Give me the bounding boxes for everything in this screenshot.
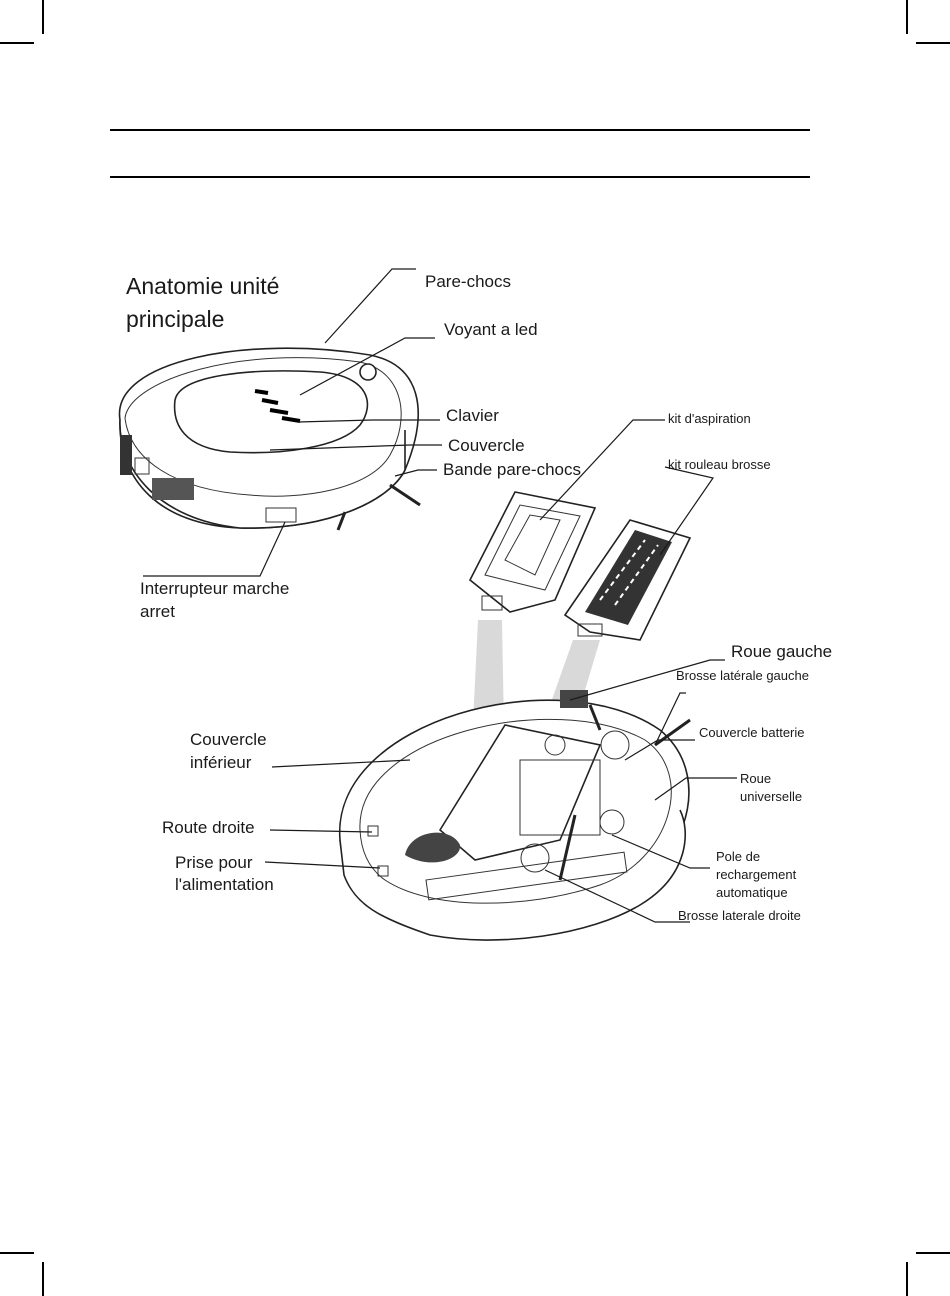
label-couvercle-batterie: Couvercle batterie (699, 725, 805, 740)
label-bande-pare-chocs: Bande pare-chocs (443, 460, 581, 479)
crop-mark-top-left-h (0, 42, 34, 44)
crop-mark-bottom-right-h (916, 1252, 950, 1254)
label-couvercle: Couvercle (448, 436, 525, 455)
header-rule-bottom (110, 176, 810, 178)
kit-aspiration-drawing (468, 491, 597, 613)
crop-mark-top-left-v (42, 0, 44, 34)
label-voyant-led: Voyant a led (444, 320, 538, 339)
crop-mark-top-right-v (906, 0, 908, 34)
label-kit-rouleau: kit rouleau brosse (668, 457, 771, 472)
label-brosse-laterale-droite: Brosse laterale droite (678, 908, 801, 923)
leader-lines (143, 268, 737, 923)
label-couvercle-inferieur-line-1: Couvercle (190, 730, 267, 749)
header-rule-top (110, 129, 810, 131)
crop-mark-top-right-h (916, 42, 950, 44)
kit-rouleau-drawing (563, 519, 692, 641)
robot-bottom-view (339, 690, 691, 941)
label-pole-line-1: Pole de (716, 849, 760, 864)
label-prise-line-1: Prise pour (175, 853, 253, 872)
label-pole-line-3: automatique (716, 885, 788, 900)
label-kit-aspiration: kit d'aspiration (668, 411, 751, 426)
crop-mark-bottom-right-v (906, 1262, 908, 1296)
label-clavier: Clavier (446, 406, 499, 425)
label-roue-universelle-line-2: universelle (740, 789, 802, 804)
label-interrupteur-line-2: arret (140, 602, 175, 621)
crop-mark-bottom-left-h (0, 1252, 34, 1254)
label-pare-chocs: Pare-chocs (425, 272, 511, 291)
figure-labels: Anatomie unité principale Pare-chocs Voy… (126, 272, 832, 923)
label-pole-line-2: rechargement (716, 867, 797, 882)
crop-mark-bottom-left-v (42, 1262, 44, 1296)
figure-title-line-1: Anatomie unité (126, 273, 279, 299)
label-interrupteur-line-1: Interrupteur marche (140, 579, 289, 598)
label-prise-line-2: l'alimentation (175, 875, 274, 894)
label-roue-universelle-line-1: Roue (740, 771, 771, 786)
label-route-droite: Route droite (162, 818, 255, 837)
figure-title-line-2: principale (126, 306, 224, 332)
label-couvercle-inferieur-line-2: inférieur (190, 753, 252, 772)
robot-top-view (118, 347, 421, 531)
label-brosse-laterale-gauche: Brosse latérale gauche (676, 668, 809, 683)
label-roue-gauche: Roue gauche (731, 642, 832, 661)
